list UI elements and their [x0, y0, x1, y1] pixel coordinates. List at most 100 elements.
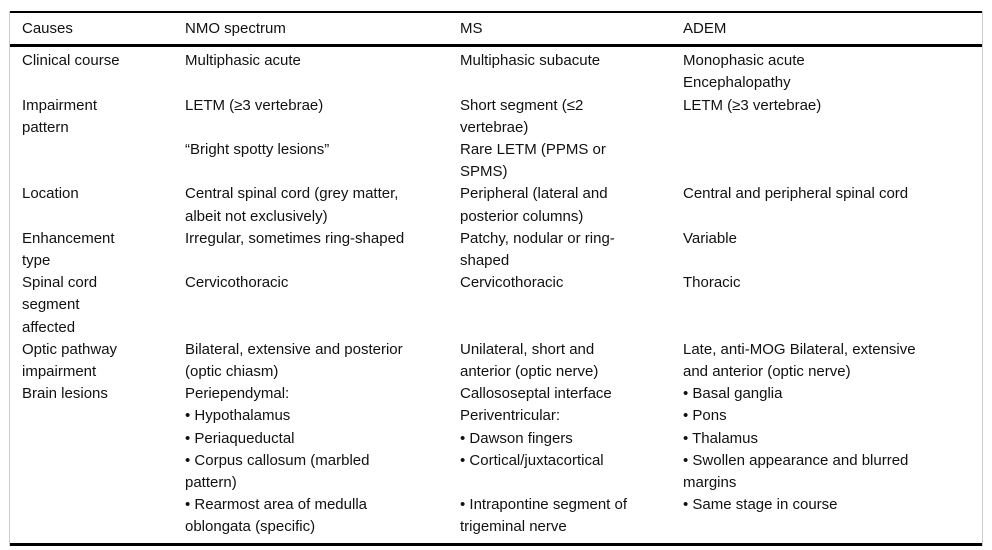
cell-line: Thoracic — [683, 274, 741, 292]
cell-line: Encephalopathy — [683, 74, 791, 92]
cell-line: segment — [22, 296, 80, 314]
cell-line — [460, 472, 683, 494]
adem-cell: Variable — [683, 228, 982, 272]
row-label-cell: Optic pathway impairment — [10, 339, 185, 383]
cell-line: posterior columns) — [460, 207, 584, 225]
column-header-ms: MS — [460, 12, 683, 48]
adem-cell: Thoracic — [683, 272, 982, 339]
cell-line: Callososeptal interface — [460, 385, 612, 403]
cell-line: Bilateral, extensive and posterior — [185, 340, 403, 358]
cell-line: pattern) — [185, 474, 237, 492]
row-label-cell: Location — [10, 183, 185, 227]
cell-line: Spinal cord — [22, 274, 98, 292]
cell-line: type — [22, 252, 51, 270]
nmo-spectrum-cell: Periependymal: • Hypothalamus • Periaquedu… — [185, 383, 460, 544]
cell-line: Multiphasic acute — [185, 52, 301, 70]
cell-line: • Hypothalamus — [185, 407, 291, 425]
cell-line: • Dawson fingers — [460, 429, 573, 447]
ms-cell: Cervicothoracic — [460, 272, 683, 339]
nmo-spectrum-cell: LETM (≥3 vertebrae) “Bright spotty lesio… — [185, 95, 460, 184]
cell-line: impairment — [22, 363, 97, 381]
cell-line: Patchy, nodular or ring- — [460, 229, 615, 247]
cell-line: Optic pathway — [22, 340, 118, 358]
cell-line: oblongata (specific) — [185, 518, 316, 536]
nmo-spectrum-cell: Bilateral, extensive and posterior (optic… — [185, 339, 460, 383]
cell-line: Multiphasic subacute — [460, 52, 601, 70]
cell-line: Central and peripheral spinal cord — [683, 185, 909, 203]
cell-line: • Rearmost area of medulla — [185, 496, 367, 514]
cell-line: Peripheral (lateral and — [460, 185, 608, 203]
cell-line: Irregular, sometimes ring-shaped — [185, 229, 405, 247]
cell-line: SPMS) — [460, 163, 508, 181]
cell-line: • Pons — [683, 407, 727, 425]
cell-line: LETM (≥3 vertebrae) — [185, 96, 324, 114]
cell-line: LETM (≥3 vertebrae) — [683, 96, 822, 114]
header-row: Causes NMO spectrum MS ADEM — [10, 12, 982, 48]
cell-line: “Bright spotty lesions” — [185, 141, 330, 159]
cell-line: Impairment — [22, 96, 98, 114]
ms-cell: Short segment (≤2 vertebrae) Rare LETM (PP… — [460, 95, 683, 184]
table-row: Enhancement type Irregular, sometimes ring… — [10, 228, 982, 272]
row-label-cell: Clinical course — [10, 46, 185, 95]
adem-cell: Central and peripheral spinal cord — [683, 183, 982, 227]
ms-cell: Multiphasic subacute — [460, 46, 683, 95]
cell-line: shaped — [460, 252, 510, 270]
cell-line: and anterior (optic nerve) — [683, 363, 851, 381]
cell-line: Unilateral, short and — [460, 340, 595, 358]
cell-line: • Cortical/juxtacortical — [460, 451, 604, 469]
adem-cell: • Basal ganglia• Pons• Thalamus• Swollen… — [683, 383, 982, 544]
cell-line: • Same stage in course — [683, 496, 838, 514]
cell-line: • Periaqueductal — [185, 429, 295, 447]
cell-line: (optic chiasm) — [185, 363, 279, 381]
cell-line: Late, anti-MOG Bilateral, extensive — [683, 340, 916, 358]
adem-cell: LETM (≥3 vertebrae) — [683, 95, 982, 184]
row-label-cell: Impairment pattern — [10, 95, 185, 184]
column-header-adem: ADEM — [683, 12, 982, 48]
column-header-causes: Causes — [10, 12, 185, 48]
cell-line: anterior (optic nerve) — [460, 363, 599, 381]
comparison-table: Causes NMO spectrum MS ADEM Clinical cou… — [10, 11, 982, 546]
cell-line: Periependymal: — [185, 385, 290, 403]
cell-line: vertebrae) — [460, 118, 529, 136]
column-header-nmo-spectrum: NMO spectrum — [185, 12, 460, 48]
table-row: Spinal cord segment affected Cervicothoraci… — [10, 272, 982, 339]
cell-line: Monophasic acute — [683, 52, 805, 70]
row-label-cell: Enhancement type — [10, 228, 185, 272]
cell-line: Central spinal cord (grey matter, — [185, 185, 399, 203]
adem-cell: Late, anti-MOG Bilateral, extensive and a… — [683, 339, 982, 383]
nmo-spectrum-cell: Cervicothoracic — [185, 272, 460, 339]
row-label-cell: Spinal cord segment affected — [10, 272, 185, 339]
cell-line: Brain lesions — [22, 385, 108, 403]
cell-line: • Corpus callosum (marbled — [185, 451, 370, 469]
cell-line: Cervicothoracic — [460, 274, 564, 292]
cell-line: pattern — [22, 118, 69, 136]
cell-line: Variable — [683, 229, 737, 247]
table-header: Causes NMO spectrum MS ADEM — [10, 12, 982, 48]
nmo-spectrum-cell: Central spinal cord (grey matter,albeit … — [185, 183, 460, 227]
cell-line: • Thalamus — [683, 429, 759, 447]
nmo-spectrum-cell: Multiphasic acute — [185, 46, 460, 95]
cell-line: • Swollen appearance and blurred — [683, 451, 909, 469]
cell-line: margins — [683, 474, 737, 492]
cell-line: Enhancement — [22, 229, 115, 247]
table-row: Location Central spinal cord (grey matter… — [10, 183, 982, 227]
cell-line: Cervicothoracic — [185, 274, 289, 292]
table-row: Impairment pattern LETM (≥3 vertebrae) “Br… — [10, 95, 982, 184]
cell-line: affected — [22, 318, 76, 336]
nmo-spectrum-cell: Irregular, sometimes ring-shaped — [185, 228, 460, 272]
row-label-cell: Brain lesions — [10, 383, 185, 544]
ms-cell: Peripheral (lateral and posterior columns… — [460, 183, 683, 227]
cell-line: Location — [22, 185, 79, 203]
cell-line: • Intrapontine segment of — [460, 496, 628, 514]
table-row: Optic pathway impairment Bilateral, extens… — [10, 339, 982, 383]
cell-line: Rare LETM (PPMS or — [460, 141, 606, 159]
cell-line — [185, 117, 460, 139]
cell-line: Short segment (≤2 — [460, 96, 584, 114]
causes-comparison-panel: Causes NMO spectrum MS ADEM Clinical cou… — [9, 11, 983, 546]
cell-line: trigeminal nerve — [460, 518, 567, 536]
ms-cell: Patchy, nodular or ring-shaped — [460, 228, 683, 272]
